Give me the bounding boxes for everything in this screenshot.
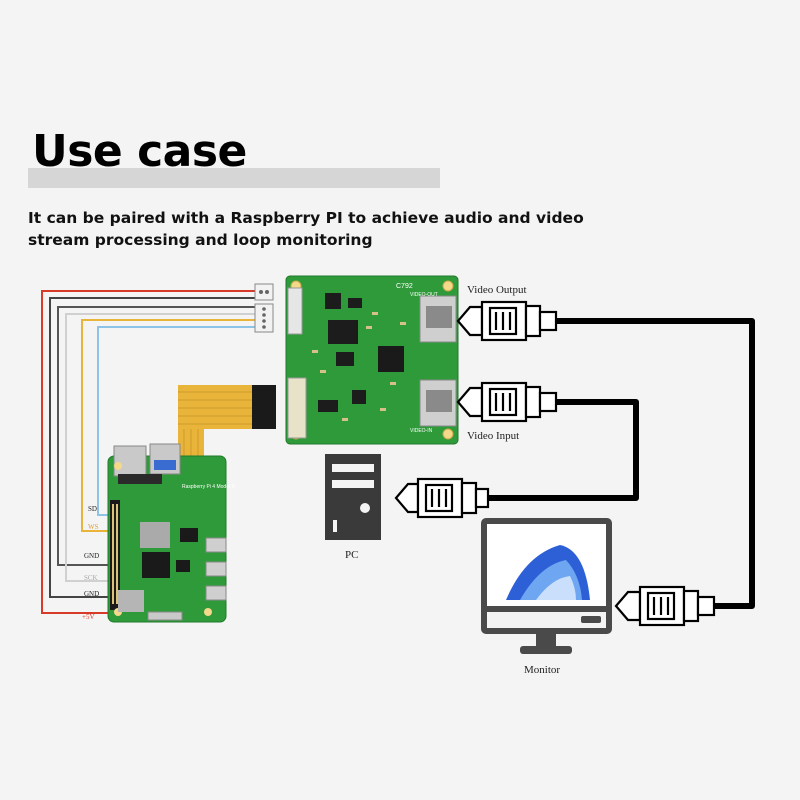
pin-label-5v: +5V	[82, 613, 95, 621]
converter-board: C792 VIDEO-OUT VIDEO-IN	[285, 275, 459, 445]
pc-icon	[325, 454, 381, 540]
board-in-silk: VIDEO-IN	[410, 428, 433, 434]
pin-label-gnd-1: GND	[84, 552, 99, 560]
label-video-input: Video Input	[467, 430, 519, 442]
cable-output-to-monitor	[556, 318, 755, 609]
pin-label-gnd-2: GND	[84, 590, 99, 598]
label-video-output: Video Output	[467, 284, 527, 296]
hdmi-plug-monitor	[614, 585, 716, 627]
wire-sd	[97, 326, 255, 516]
wire-gnd-1	[57, 306, 255, 566]
wire-ws	[81, 319, 255, 532]
pin-labels: SD WS GND SCK GND +5V	[82, 505, 99, 621]
page-title: Use case	[32, 126, 247, 177]
board-model-silk: C792	[396, 283, 413, 290]
board-header-connectors	[254, 283, 274, 333]
windows-logo-icon	[506, 545, 590, 600]
page-subtitle: It can be paired with a Raspberry PI to …	[28, 209, 584, 249]
cable-pc-to-input	[486, 399, 639, 501]
hdmi-plug-output	[456, 300, 558, 342]
hdmi-cables	[486, 318, 755, 609]
label-monitor: Monitor	[524, 664, 560, 676]
monitor-icon	[481, 518, 612, 654]
title-underline-bar	[28, 168, 440, 188]
label-pc: PC	[345, 549, 358, 561]
pi-logo-silk: Raspberry Pi 4 Model B	[182, 484, 235, 490]
gpio-wires	[41, 290, 255, 614]
board-out-silk: VIDEO-OUT	[410, 292, 438, 298]
wire-5v	[41, 290, 255, 614]
wire-sck	[65, 313, 255, 582]
pin-label-ws: WS	[88, 523, 99, 531]
pin-label-sck: SCK	[84, 574, 98, 582]
hdmi-plug-input	[456, 381, 558, 423]
wire-gnd-2	[49, 297, 255, 598]
raspberry-pi: Raspberry Pi 4 Model B	[107, 443, 235, 623]
hdmi-plug-pc	[394, 477, 490, 519]
pin-label-sd: SD	[88, 505, 97, 513]
